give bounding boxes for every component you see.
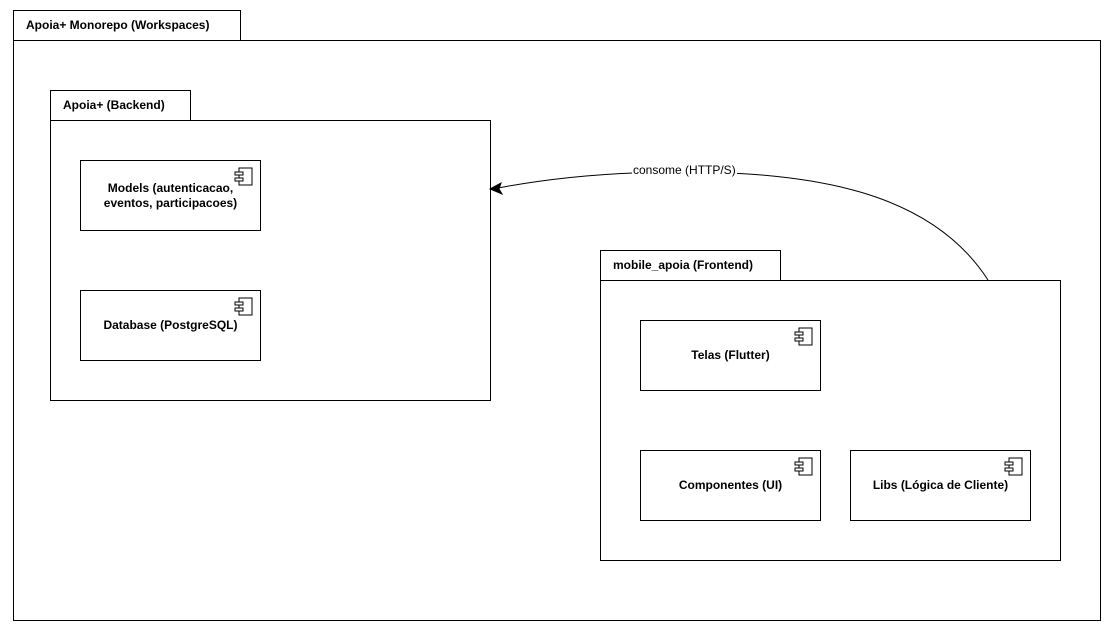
telas-component-label: Telas (Flutter) bbox=[691, 348, 770, 362]
database-component-label: Database (PostgreSQL) bbox=[103, 318, 238, 332]
backend-package-tab: Apoia+ (Backend) bbox=[50, 90, 191, 121]
database-component: Database (PostgreSQL) bbox=[80, 290, 261, 361]
telas-component: Telas (Flutter) bbox=[640, 320, 821, 391]
models-component-label: Models (autenticacao, eventos, participa… bbox=[103, 180, 238, 210]
consome-edge-label: consome (HTTP/S) bbox=[632, 163, 737, 177]
frontend-package-tab: mobile_apoia (Frontend) bbox=[600, 250, 781, 281]
uml-component-icon bbox=[794, 327, 813, 346]
uml-component-icon bbox=[794, 457, 813, 476]
monorepo-package-title: Apoia+ Monorepo (Workspaces) bbox=[26, 18, 210, 32]
uml-component-icon bbox=[1004, 457, 1023, 476]
uml-component-icon bbox=[234, 297, 253, 316]
componentes-component-label: Componentes (UI) bbox=[678, 478, 783, 492]
libs-component: Libs (Lógica de Cliente) bbox=[850, 450, 1031, 521]
frontend-package-title: mobile_apoia (Frontend) bbox=[613, 258, 754, 272]
libs-component-label: Libs (Lógica de Cliente) bbox=[872, 478, 1009, 492]
models-component: Models (autenticacao, eventos, participa… bbox=[80, 160, 261, 231]
monorepo-package-tab: Apoia+ Monorepo (Workspaces) bbox=[13, 10, 241, 41]
uml-component-icon bbox=[234, 167, 253, 186]
componentes-component: Componentes (UI) bbox=[640, 450, 821, 521]
backend-package-title: Apoia+ (Backend) bbox=[63, 98, 165, 112]
